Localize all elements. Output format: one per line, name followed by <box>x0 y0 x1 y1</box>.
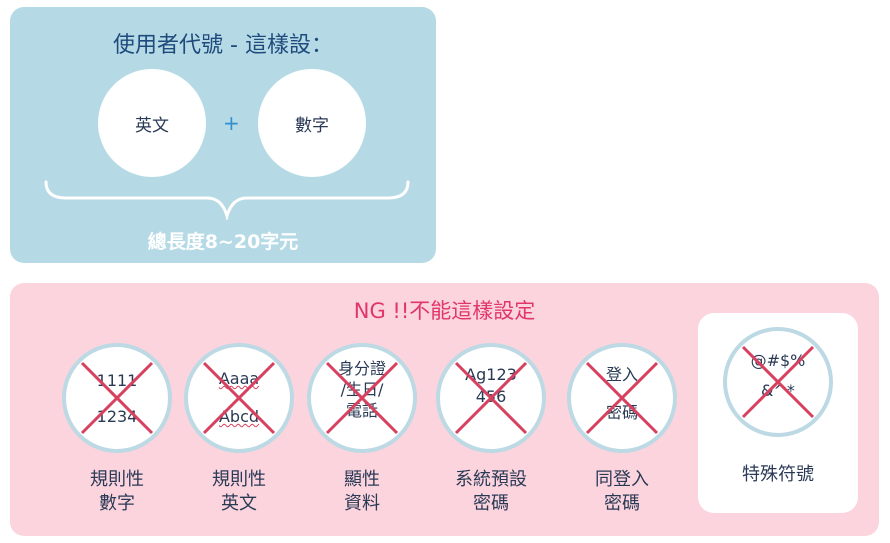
length-requirement: 總長度8~20字元 <box>147 231 299 253</box>
ng-circle: Ag123 456 <box>436 343 546 453</box>
example-line: Abcd <box>218 407 260 426</box>
ng-item-default-password: Ag123 456 系統預設 密碼 <box>431 343 551 516</box>
ng-label-line: 規則性 <box>212 469 266 490</box>
ng-item-sequential-digits: 1111 1234 規則性 數字 <box>57 343 177 516</box>
curly-brace-icon <box>44 180 410 220</box>
ng-label: 系統預設 密碼 <box>431 468 551 516</box>
ng-label-line: 系統預設 <box>455 469 527 490</box>
username-rules-panel: 使用者代號 - 這樣設： 英文 + 數字 總長度8~20字元 <box>10 7 436 263</box>
ng-item-personal-data: 身分證 /生日/ 電話 顯性 資料 <box>302 343 422 516</box>
ng-item-special-chars: @#$% &^* 特殊符號 <box>718 327 838 487</box>
ng-label-line: 英文 <box>221 493 257 514</box>
ng-item-sequential-letters: Aaaa Abcd 規則性 英文 <box>179 343 299 516</box>
ng-label: 同登入 密碼 <box>562 468 682 516</box>
ng-label: 規則性 數字 <box>57 468 177 516</box>
example-line: 1234 <box>96 407 138 426</box>
ng-label: 顯性 資料 <box>302 468 422 516</box>
ng-label-line: 資料 <box>344 493 380 514</box>
example-line: Aaaa <box>218 369 260 388</box>
cross-icon <box>202 361 276 435</box>
ng-rules-title: NG !!不能這樣設定 <box>353 299 536 323</box>
ng-label-line: 密碼 <box>604 493 640 514</box>
cross-icon <box>325 361 399 435</box>
example-line: @#$% <box>750 351 806 370</box>
ng-circle: 1111 1234 <box>62 343 172 453</box>
ng-circle: Aaaa Abcd <box>184 343 294 453</box>
example-line: 1111 <box>96 371 138 390</box>
numbers-circle: 數字 <box>258 69 366 177</box>
example-line: Ag123 <box>465 365 517 384</box>
example-line: &^* <box>761 381 795 400</box>
ng-circle: @#$% &^* <box>723 327 833 437</box>
example-line: 身分證 <box>337 359 386 378</box>
username-rules-title: 使用者代號 - 這樣設： <box>113 33 333 58</box>
letters-label: 英文 <box>135 115 169 136</box>
ng-label-line: 顯性 <box>344 469 380 490</box>
cross-icon <box>585 361 659 435</box>
plus-sign: + <box>223 111 240 135</box>
ng-label-line: 密碼 <box>473 493 509 514</box>
example-line: /生日/ <box>340 380 384 399</box>
cross-icon <box>741 345 815 419</box>
ng-label-line: 同登入 <box>595 469 649 490</box>
numbers-label: 數字 <box>295 115 329 136</box>
letters-circle: 英文 <box>98 69 206 177</box>
cross-icon <box>80 361 154 435</box>
example-line: 登入 <box>605 365 638 384</box>
cross-icon <box>454 361 528 435</box>
ng-circle: 身分證 /生日/ 電話 <box>307 343 417 453</box>
ng-circle: 登入 密碼 <box>567 343 677 453</box>
ng-label-line: 特殊符號 <box>742 464 814 485</box>
ng-label-line: 規則性 <box>90 469 144 490</box>
ng-label: 特殊符號 <box>718 463 838 487</box>
ng-label: 規則性 英文 <box>179 468 299 516</box>
ng-label-line: 數字 <box>99 493 135 514</box>
ng-rules-panel: NG !!不能這樣設定 1111 1234 規則性 數字 Aaaa Abcd <box>10 283 879 536</box>
ng-item-same-as-login: 登入 密碼 同登入 密碼 <box>562 343 682 516</box>
